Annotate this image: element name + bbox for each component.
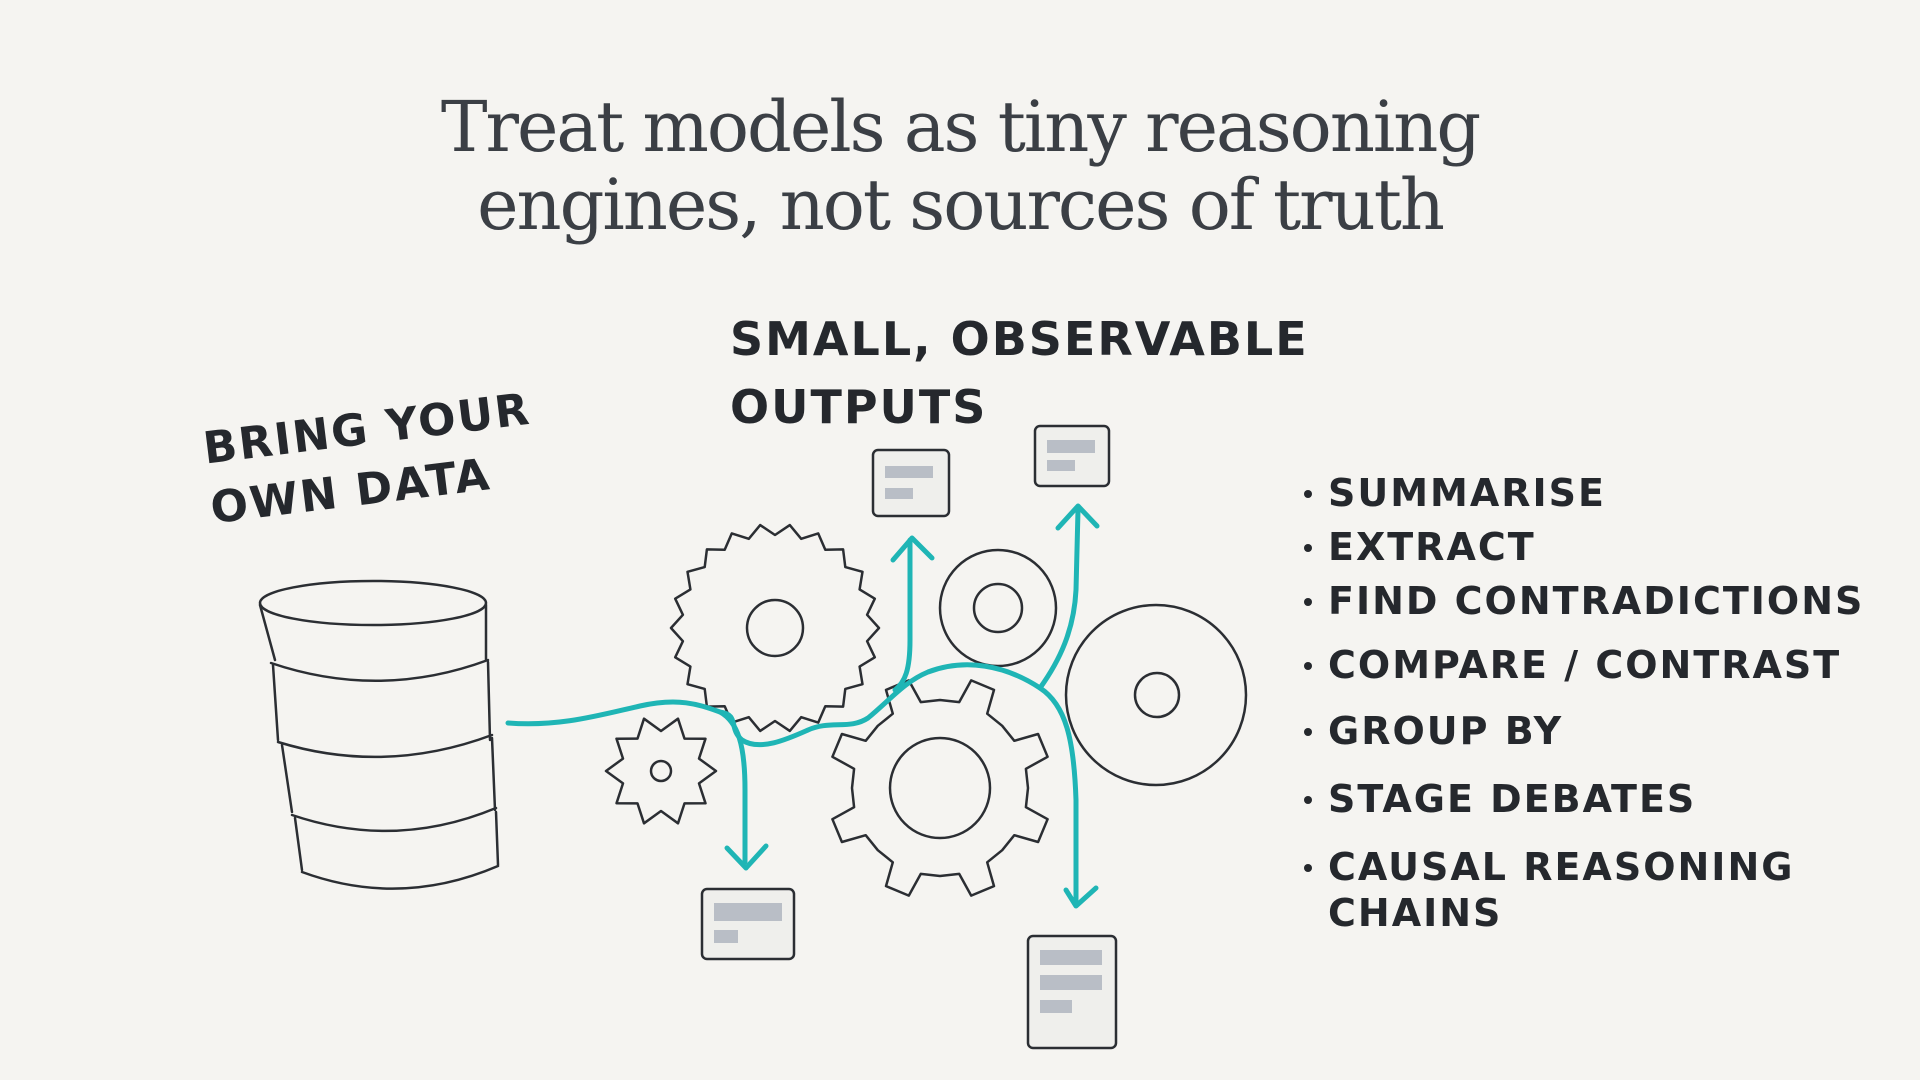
- list-item: FIND CONTRADICTIONS: [1300, 578, 1864, 624]
- list-item-text: EXTRACT: [1328, 525, 1536, 569]
- database-side-3: [280, 736, 497, 814]
- document-icon: [1033, 424, 1111, 488]
- gear-hub: [745, 598, 805, 658]
- capability-list: SUMMARISE EXTRACT FIND CONTRADICTIONS CO…: [1300, 470, 1864, 936]
- bullet-icon: [1304, 728, 1312, 736]
- gear-hub: [1133, 671, 1181, 719]
- list-item: COMPARE / CONTRAST: [1300, 642, 1864, 688]
- slide-title: Treat models as tiny reasoning engines, …: [0, 88, 1920, 244]
- flow-arrow-icon: [890, 535, 935, 563]
- label-line: SMALL, OBSERVABLE: [730, 312, 1309, 366]
- database-icon: [258, 579, 500, 890]
- list-item: CAUSAL REASONING CHAINS: [1300, 844, 1864, 936]
- bullet-icon: [1304, 490, 1312, 498]
- flow-arrow-icon: [1055, 503, 1100, 531]
- gear-icon: [1064, 603, 1248, 787]
- flow-branch-down-left: [717, 709, 748, 865]
- bullet-icon: [1304, 864, 1312, 872]
- data-flow: [505, 503, 1100, 909]
- list-item-text: FIND CONTRADICTIONS: [1328, 579, 1865, 623]
- database-side-2: [271, 660, 492, 742]
- title-line-2: engines, not sources of truth: [477, 164, 1445, 246]
- list-item: GROUP BY: [1300, 708, 1864, 754]
- database-band-3: [290, 806, 498, 833]
- title-line-1: Treat models as tiny reasoning: [440, 86, 1481, 168]
- bullet-icon: [1304, 796, 1312, 804]
- database-band-1: [269, 658, 490, 682]
- label-line: OUTPUTS: [730, 380, 988, 434]
- database-bottom: [300, 864, 500, 890]
- document-icon: [1026, 934, 1118, 1050]
- bullet-icon: [1304, 598, 1312, 606]
- gear-icon: [604, 717, 718, 825]
- gear-hub: [972, 582, 1024, 634]
- flow-arrow-icon: [724, 843, 769, 871]
- database-band-2: [276, 733, 494, 759]
- flow-arrow-icon: [1063, 885, 1099, 909]
- list-item: STAGE DEBATES: [1300, 776, 1864, 822]
- list-item-text: SUMMARISE: [1328, 471, 1606, 515]
- document-icon: [700, 887, 796, 961]
- list-item: EXTRACT: [1300, 524, 1864, 570]
- list-item-text: COMPARE / CONTRAST: [1328, 643, 1842, 687]
- list-item: SUMMARISE: [1300, 470, 1864, 516]
- document-icon: [871, 448, 951, 518]
- gear-hub: [649, 759, 673, 783]
- flow-main: [505, 662, 1079, 903]
- bullet-icon: [1304, 662, 1312, 670]
- gear-icon: [938, 548, 1058, 668]
- flow-branch-up-1: [892, 537, 913, 693]
- gear-hub: [888, 736, 992, 840]
- database-side-1: [258, 603, 488, 662]
- gear-icon: [831, 679, 1049, 897]
- list-item-text: GROUP BY: [1328, 709, 1564, 753]
- list-item-text: STAGE DEBATES: [1328, 777, 1697, 821]
- flow-branch-up-2: [1037, 507, 1081, 691]
- database-side-4: [293, 810, 500, 872]
- database-top: [258, 579, 488, 627]
- list-item-text: CAUSAL REASONING CHAINS: [1328, 845, 1795, 935]
- bullet-icon: [1304, 544, 1312, 552]
- gear-icon: [669, 523, 881, 733]
- small-observable-outputs-label: SMALL, OBSERVABLE OUTPUTS: [730, 305, 1309, 441]
